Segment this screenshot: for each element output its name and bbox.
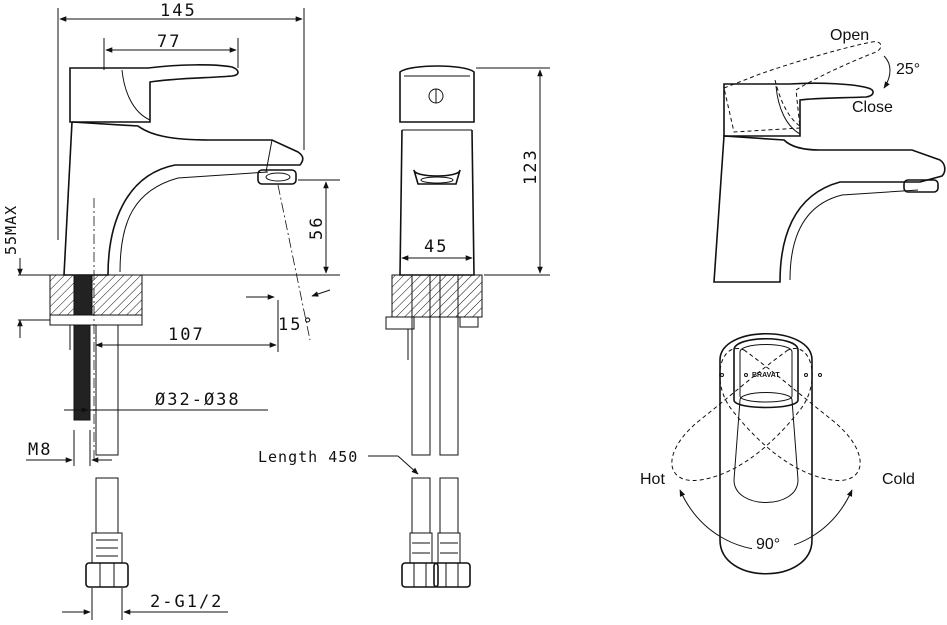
front-nut-right [433,562,471,588]
handle-body [69,64,239,123]
handle-view-aerator [903,179,939,193]
open-handle-outline [723,41,882,133]
top-body-outline [719,333,813,575]
rotation-angle-label: 90° [756,536,780,553]
front-handle [399,65,475,123]
close-handle [723,82,874,137]
close-label: Close [852,99,893,116]
front-hose-left [411,316,431,456]
dim-height-above-label: 56 [307,216,327,240]
hose-length-label: Length 450 [258,448,358,466]
mount-base [49,274,143,316]
hot-position-outline [671,348,813,481]
dim-hole-label: Ø32-Ø38 [155,390,241,410]
top-view: BRAVAT Hot Cold 90° [640,333,915,575]
dim-max-deck-label: 55MAX [2,205,20,255]
spout-body [63,121,304,276]
handle-view-body [713,135,946,283]
dim-width-label: 145 [160,1,197,21]
side-view: 145 77 [2,1,340,620]
dim-connection-label: 2-G1/2 [150,592,223,612]
open-label: Open [830,27,869,44]
handle-angle-label: 25° [896,61,920,78]
dim-reach-label: 107 [168,325,205,345]
front-view: 123 45 Length 450 [258,65,550,588]
front-aerator [413,169,461,185]
threaded-stud [73,324,91,421]
aerator [257,169,297,185]
front-mount-base [391,274,483,318]
front-nut-left [401,562,439,588]
top-handle [733,337,799,409]
brand-label: BRAVAT [752,372,780,379]
spout-angle-label: 15° [278,315,315,335]
hot-label: Hot [640,471,665,488]
hose-nut [85,562,129,588]
front-hose-right [439,316,459,456]
dim-stud-label: M8 [28,440,52,460]
cold-position-outline [719,348,861,481]
handle-side-view: Open 25° Close [713,27,946,283]
dim-base-label: 45 [424,237,448,257]
dim-height-label: 123 [521,148,541,185]
cold-label: Cold [882,471,915,488]
dim-handle-label: 77 [157,32,181,52]
